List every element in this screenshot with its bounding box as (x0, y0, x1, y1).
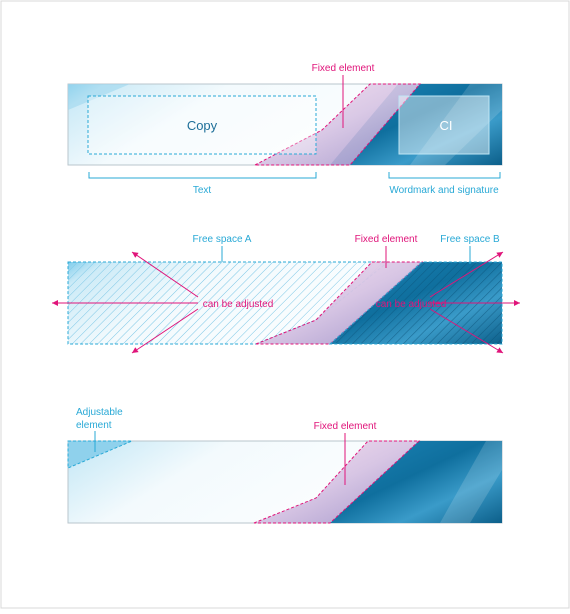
free-space-b-label: Free space B (440, 234, 500, 245)
adjustable-label-line2: element (76, 420, 112, 431)
fixed-element-label: Fixed element (314, 421, 377, 432)
diagram-adjustable-element: Adjustable element Fixed element (67, 407, 503, 524)
free-space-a-outline (67, 261, 390, 345)
fixed-element-label: Fixed element (312, 63, 375, 74)
free-space-b-area (330, 262, 502, 344)
arrow-up-right (429, 251, 504, 298)
arrow-down-left (131, 308, 199, 354)
corner-element (68, 84, 130, 110)
fixed-element-label: Fixed element (355, 234, 418, 245)
arrow-up-left (131, 251, 199, 298)
diagram-free-space: Free space A Fixed element Free space B … (52, 234, 520, 354)
adjustable-label-line1: Adjustable (76, 407, 123, 418)
adjustable-element-outline (67, 440, 133, 469)
wordmark-label: Wordmark and signature (389, 185, 499, 196)
text-bracket (88, 172, 317, 179)
ci-box (398, 95, 490, 155)
adjusted-right-label: can be adjusted (376, 299, 447, 310)
fixed-element-shape (255, 84, 420, 165)
fixed-element-outline (254, 83, 422, 166)
copy-label: Copy (187, 118, 218, 133)
fixed-element-shape (254, 441, 419, 523)
free-space-a-area (68, 262, 388, 344)
adjusted-left-label: can be adjusted (203, 299, 274, 310)
text-label: Text (193, 185, 212, 196)
fixed-element-outline (253, 440, 421, 524)
free-space-a-label: Free space A (193, 234, 252, 245)
wordmark-bracket (388, 172, 501, 179)
dark-area (330, 84, 502, 165)
dark-area (330, 441, 502, 523)
highlight-streak (410, 84, 502, 165)
copy-box (87, 95, 317, 155)
free-space-b-outline (328, 261, 503, 345)
fixed-element-outline (255, 261, 424, 345)
ci-label: CI (440, 118, 453, 133)
diagram-banner-layout: Copy CI Fixed element Text Wordmark and … (67, 63, 503, 196)
fixed-element-shape (256, 262, 422, 344)
highlight-streak (440, 441, 502, 523)
arrow-down-right (429, 308, 504, 354)
